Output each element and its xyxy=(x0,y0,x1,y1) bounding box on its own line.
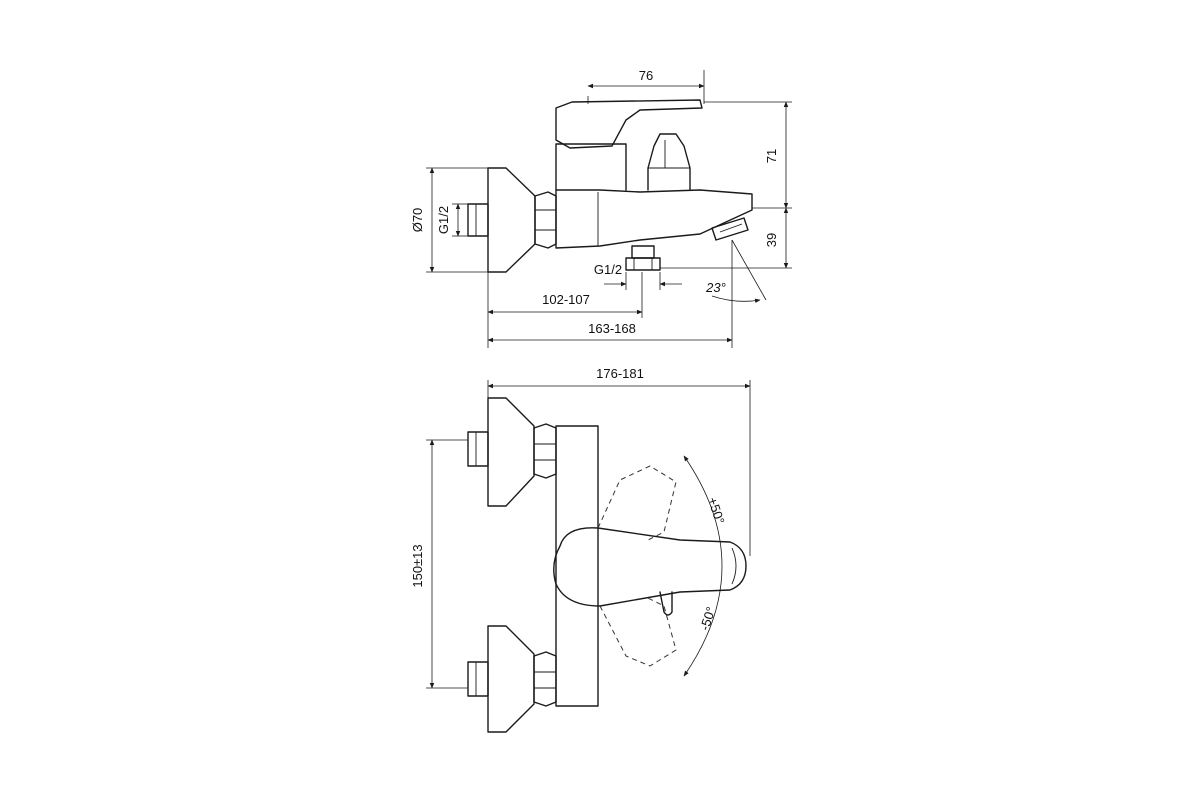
inlet-stub-side xyxy=(467,203,489,237)
lever-rotated-plus xyxy=(597,465,677,541)
wall-flange-top-upper xyxy=(487,397,535,507)
dim-outlet-thread: G1/2 xyxy=(594,262,622,277)
wall-flange-side xyxy=(487,167,536,273)
lever-rotated-minus xyxy=(599,597,677,667)
dim-spout-length: 163-168 xyxy=(588,321,636,336)
dim-outlet-distance: 102-107 xyxy=(542,292,590,307)
hex-nut-top-upper xyxy=(533,423,557,479)
mixer-body-side xyxy=(555,189,753,249)
lever-tip-top xyxy=(659,591,673,616)
dim-rotation-minus: -50° xyxy=(697,605,719,632)
hex-nut-side xyxy=(534,191,557,249)
dim-flange-diameter: Ø70 xyxy=(410,208,425,233)
dim-center-distance: 150±13 xyxy=(410,544,425,587)
dim-spout-angle: 23° xyxy=(705,280,726,295)
dim-inlet-thread: G1/2 xyxy=(436,206,451,234)
lever-handle-top xyxy=(553,527,747,607)
mixer-body-top xyxy=(555,425,599,707)
outlet-stub-side xyxy=(631,245,655,259)
lever-column-side xyxy=(555,143,627,191)
diverter-knob-side xyxy=(647,133,691,191)
outlet-nut-side xyxy=(625,257,661,271)
lever-handle-side xyxy=(555,99,703,149)
side-view: 76 71 39 Ø70 G1/2 G1/2 102-107 163-1 xyxy=(410,68,792,348)
top-view: +50° -50° 176-181 150±13 xyxy=(410,366,751,733)
dim-total-width: 176-181 xyxy=(596,366,644,381)
dim-height-top: 71 xyxy=(764,149,779,163)
dim-height-bottom: 39 xyxy=(764,233,779,247)
wall-flange-top-lower xyxy=(487,625,535,733)
dim-rotation-plus: +50° xyxy=(705,495,728,526)
dim-handle-width: 76 xyxy=(639,68,653,83)
spout-tip-side xyxy=(711,217,749,241)
hex-nut-top-lower xyxy=(533,651,557,707)
